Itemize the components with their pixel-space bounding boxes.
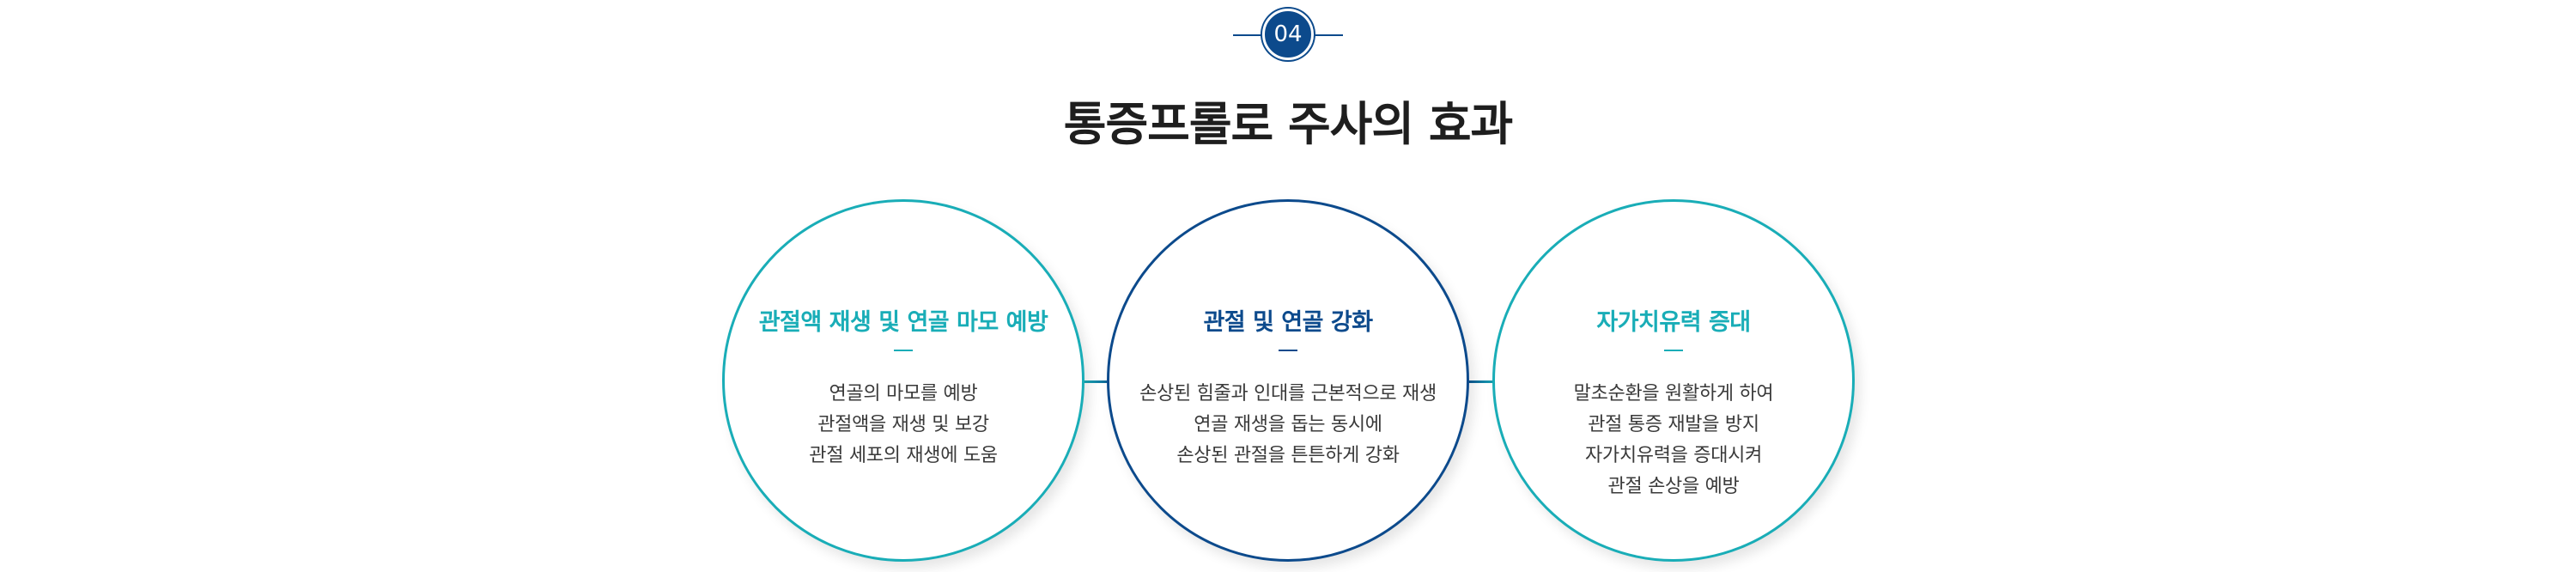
effect-line: 손상된 관절을 튼튼하게 강화 bbox=[1176, 445, 1400, 466]
effect-line: 관절 손상을 예방 bbox=[1607, 476, 1740, 497]
connector-line-right bbox=[1465, 380, 1498, 383]
effect-title: 관절 및 연골 강화 bbox=[1203, 309, 1373, 336]
page-title: 통증프롤로 주사의 효과 bbox=[1063, 97, 1513, 151]
effect-line: 연골의 마모를 예방 bbox=[829, 383, 978, 405]
effect-circle-joint-fluid: 관절액 재생 및 연골 마모 예방 연골의 마모를 예방 관절액을 재생 및 보… bbox=[722, 199, 1084, 562]
effect-line: 말초순환을 원활하게 하여 bbox=[1573, 383, 1774, 405]
effect-description: 손상된 힘줄과 인대를 근본적으로 재생 연골 재생을 돕는 동시에 손상된 관… bbox=[1109, 379, 1467, 472]
effect-divider bbox=[1664, 350, 1683, 351]
effect-line: 손상된 힘줄과 인대를 근본적으로 재생 bbox=[1139, 383, 1437, 405]
connector-line-left bbox=[1084, 380, 1116, 383]
effect-circle-self-healing: 자가치유력 증대 말초순환을 원활하게 하여 관절 통증 재발을 방지 자가치유… bbox=[1492, 199, 1855, 562]
effect-line: 관절 통증 재발을 방지 bbox=[1588, 414, 1759, 435]
effect-line: 연골 재생을 돕는 동시에 bbox=[1194, 414, 1382, 435]
effect-line: 관절 세포의 재생에 도움 bbox=[809, 445, 998, 466]
effect-circle-joint-strengthen: 관절 및 연골 강화 손상된 힘줄과 인대를 근본적으로 재생 연골 재생을 돕… bbox=[1107, 199, 1469, 562]
badge-line-left bbox=[1233, 34, 1262, 36]
effect-description: 말초순환을 원활하게 하여 관절 통증 재발을 방지 자가치유력을 증대시켜 관… bbox=[1495, 379, 1852, 502]
effect-divider bbox=[894, 350, 913, 351]
effect-divider bbox=[1279, 350, 1297, 351]
effect-description: 연골의 마모를 예방 관절액을 재생 및 보강 관절 세포의 재생에 도움 bbox=[725, 379, 1082, 472]
effect-line: 자가치유력을 증대시켜 bbox=[1584, 445, 1763, 466]
step-number-badge: 04 bbox=[1262, 9, 1314, 60]
effect-line: 관절액을 재생 및 보강 bbox=[817, 414, 989, 435]
badge-line-right bbox=[1314, 34, 1343, 36]
effect-title: 자가치유력 증대 bbox=[1596, 309, 1751, 336]
effect-title: 관절액 재생 및 연골 마모 예방 bbox=[758, 309, 1048, 336]
